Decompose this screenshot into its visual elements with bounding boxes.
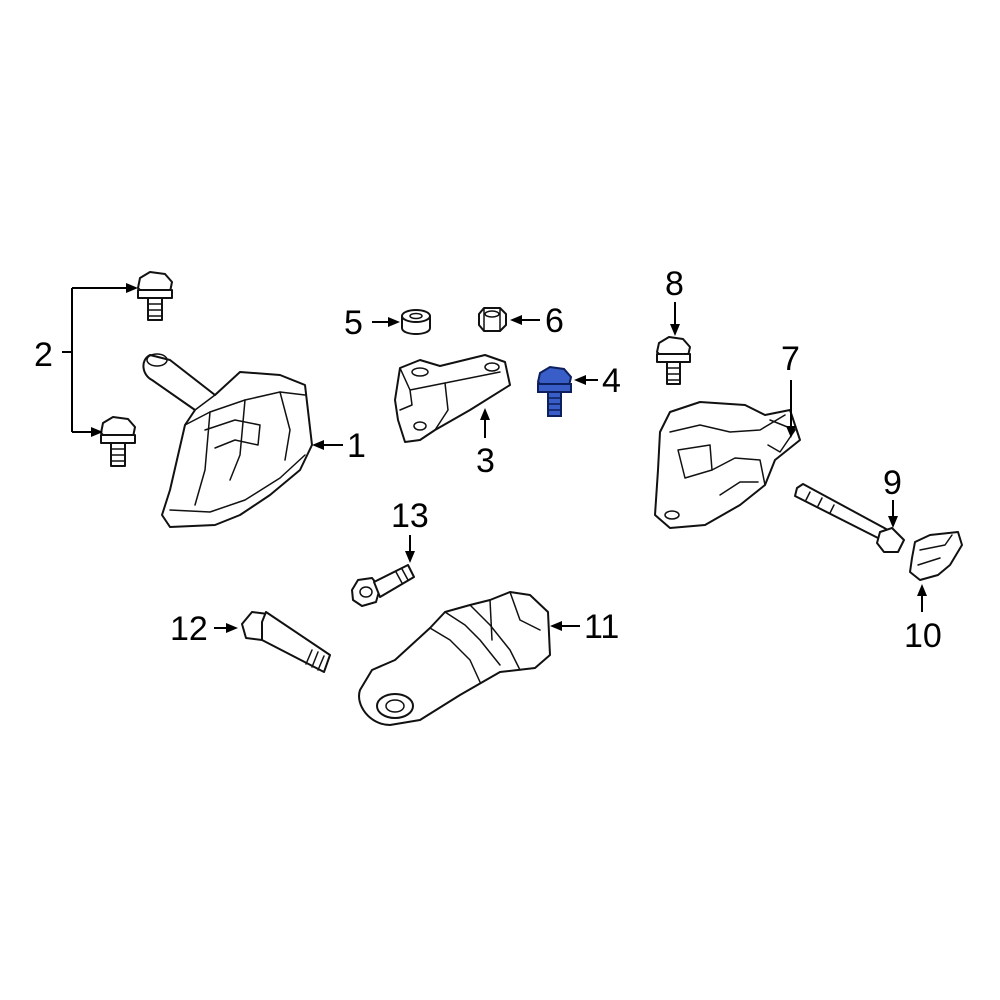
part-12-bolt[interactable] xyxy=(241,611,331,673)
part-3-bracket[interactable] xyxy=(394,354,511,443)
callout-9: 9 xyxy=(883,464,902,502)
part-13-bolt[interactable] xyxy=(351,564,415,607)
part-2-bolt-lower[interactable] xyxy=(100,416,136,467)
callout-4: 4 xyxy=(602,362,621,400)
callout-7: 7 xyxy=(781,340,800,378)
part-8-bolt[interactable] xyxy=(656,336,691,385)
callout-1: 1 xyxy=(347,427,366,465)
part-10-clip[interactable] xyxy=(909,531,963,581)
callout-8: 8 xyxy=(665,265,684,303)
callout-2: 2 xyxy=(34,336,53,374)
callout-10: 10 xyxy=(904,617,942,655)
part-4-bolt-highlighted[interactable] xyxy=(536,365,573,417)
part-11-torque-rod[interactable] xyxy=(358,591,551,726)
callout-6: 6 xyxy=(545,302,564,340)
callout-13: 13 xyxy=(391,497,429,535)
part-6-nut[interactable] xyxy=(478,307,507,332)
callout-11: 11 xyxy=(584,608,619,646)
callout-5: 5 xyxy=(344,304,363,342)
callout-3: 3 xyxy=(476,442,495,480)
part-1-engine-mount[interactable] xyxy=(142,353,313,528)
callout-12: 12 xyxy=(170,610,208,648)
part-2-bolt-upper[interactable] xyxy=(137,271,173,321)
part-5-bushing[interactable] xyxy=(401,309,431,335)
part-7-transmission-mount[interactable] xyxy=(654,401,801,529)
part-9-long-bolt[interactable] xyxy=(794,483,905,553)
